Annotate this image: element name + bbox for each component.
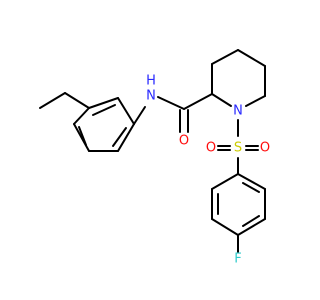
atom-labels: N H O N S O O F	[146, 74, 270, 267]
atom-label-n-amide: N	[146, 89, 156, 104]
ring-bond	[211, 173, 239, 190]
ring-bond	[73, 123, 90, 152]
sulfonyl-group	[217, 119, 259, 175]
ring-double-bond	[242, 215, 260, 227]
ring-bond	[237, 218, 266, 236]
ring-double-bond	[242, 182, 260, 193]
ethyl-group	[39, 92, 90, 109]
bond-carbonyl-ring	[183, 93, 213, 110]
atom-label-n-ring: N	[233, 104, 243, 119]
ring-double-bond	[78, 126, 87, 146]
atom-label-o-sulfonyl-left: O	[206, 141, 216, 156]
atom-label-h-amide: H	[146, 74, 156, 89]
ring-bond	[211, 49, 239, 65]
atom-label-o-carbonyl: O	[179, 134, 189, 149]
ring-bond	[237, 173, 266, 190]
molecule-structure: N H O N S O O F	[39, 49, 271, 267]
ring-double-bond	[92, 104, 116, 116]
ethylphenyl-ring	[73, 97, 135, 152]
ring-bond	[211, 93, 232, 107]
bond-n-carbonyl	[157, 96, 185, 110]
atom-label-f: F	[234, 252, 241, 267]
ring-bond	[117, 97, 135, 125]
atom-label-o-sulfonyl-right: O	[260, 141, 270, 156]
fluorophenyl-ring	[211, 173, 266, 253]
bond-ring-n	[133, 106, 146, 125]
ring-double-bond	[112, 127, 127, 147]
ring-bond	[237, 49, 266, 67]
ring-bond	[117, 123, 135, 152]
ring-bond	[73, 107, 90, 125]
ring-bond	[245, 95, 266, 107]
atom-label-s-sulfonyl: S	[234, 141, 242, 156]
ring-bond	[211, 218, 239, 236]
bond-methyl-methylene	[39, 92, 66, 109]
ring-bond	[88, 97, 119, 109]
piperidine-ring	[211, 49, 266, 107]
amide-linkage	[133, 93, 213, 133]
bond-methylene-ring	[64, 92, 90, 109]
